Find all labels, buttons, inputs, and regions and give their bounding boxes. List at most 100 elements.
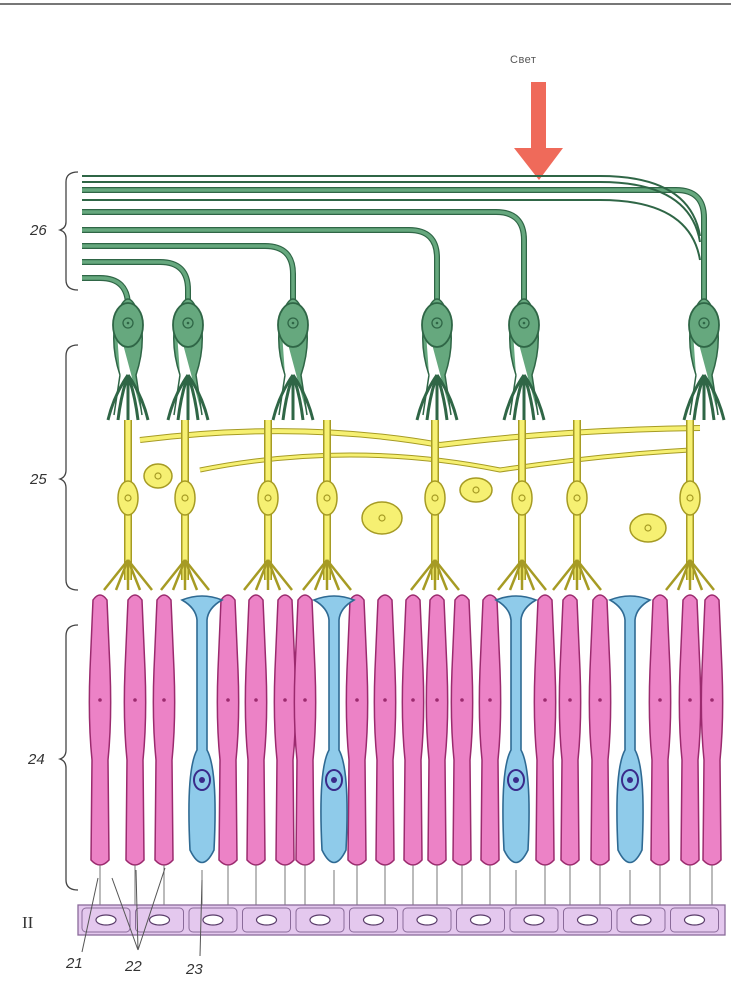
- brace-26: [60, 172, 78, 290]
- bipolar-soma: [118, 481, 138, 515]
- pigment-nucleus: [417, 915, 437, 925]
- rod-body: [559, 595, 580, 865]
- bipolar-cell: [303, 420, 351, 590]
- rod-cell: [153, 595, 174, 905]
- photoreceptor-layer: [89, 595, 722, 905]
- ganglion-nucleolus: [523, 322, 526, 325]
- layer-label-25: 25: [29, 471, 47, 488]
- pigment-nucleus: [364, 915, 384, 925]
- rod-nucleus: [133, 698, 137, 702]
- bipolar-soma: [317, 481, 337, 515]
- rod-body: [153, 595, 174, 865]
- bipolar-cell: [244, 420, 292, 590]
- ganglion-cell: [108, 299, 148, 420]
- bipolar-cell: [104, 420, 152, 590]
- rod-cell: [294, 595, 315, 905]
- bipolar-cell: [666, 420, 714, 590]
- ganglion-layer: [108, 299, 724, 420]
- bipolar-soma: [680, 481, 700, 515]
- rod-body: [701, 595, 722, 865]
- arrow-shaft: [531, 82, 546, 150]
- rod-nucleus: [411, 698, 415, 702]
- layer-label-24: 24: [27, 751, 45, 768]
- bipolar-soma: [175, 481, 195, 515]
- pigment-nucleus: [471, 915, 491, 925]
- rod-body: [89, 595, 110, 865]
- amacrine-soma: [460, 478, 492, 502]
- bipolar-soma: [512, 481, 532, 515]
- rod-nucleus: [254, 698, 258, 702]
- rod-body: [426, 595, 447, 865]
- rod-nucleus: [162, 698, 166, 702]
- rod-nucleus: [598, 698, 602, 702]
- rod-nucleus: [568, 698, 572, 702]
- pigment-layer-label: II: [22, 913, 34, 932]
- cone-nucleolus: [199, 777, 205, 783]
- pigment-nucleus: [310, 915, 330, 925]
- rod-cell: [479, 595, 500, 905]
- horizontal-process-2-fill: [200, 450, 690, 470]
- ganglion-cell: [417, 299, 457, 420]
- rod-body: [294, 595, 315, 865]
- rod-cell: [217, 595, 238, 905]
- amacrine-soma: [630, 514, 666, 542]
- amacrine-cell: [362, 502, 402, 534]
- rod-nucleus: [435, 698, 439, 702]
- rod-cell: [374, 595, 395, 905]
- pigment-epithelium: [78, 905, 725, 935]
- axon-fibre: [82, 278, 128, 306]
- pigment-band: [78, 905, 725, 935]
- rod-cell: [559, 595, 580, 905]
- ganglion-nucleolus: [703, 322, 706, 325]
- rod-cell: [274, 595, 295, 905]
- rod-nucleus: [98, 698, 102, 702]
- cone-nucleolus: [513, 777, 519, 783]
- bipolar-cell: [161, 420, 209, 590]
- rod-body: [451, 595, 472, 865]
- ganglion-nucleolus: [127, 322, 130, 325]
- cone-nucleolus: [331, 777, 337, 783]
- rod-nucleus: [658, 698, 662, 702]
- rod-cell: [701, 595, 722, 905]
- light-arrow-label: Свет: [510, 54, 536, 66]
- cone-cell: [182, 596, 222, 905]
- rod-nucleus: [355, 698, 359, 702]
- layer-label-26: 26: [29, 222, 47, 239]
- rod-cell: [89, 595, 110, 905]
- bipolar-layer: [104, 420, 714, 590]
- rod-cell: [426, 595, 447, 905]
- pigment-nucleus: [578, 915, 598, 925]
- pigment-nucleus: [150, 915, 170, 925]
- ganglion-nucleolus: [292, 322, 295, 325]
- label-22: 22: [124, 958, 142, 975]
- horizontal-process-fill: [140, 428, 700, 445]
- axon-fibre: [82, 212, 524, 300]
- brace-25: [60, 345, 78, 590]
- rod-cell: [589, 595, 610, 905]
- cone-cell: [610, 596, 650, 905]
- bipolar-cell: [553, 420, 601, 590]
- rod-body: [679, 595, 700, 865]
- ganglion-soma: [278, 303, 308, 347]
- rod-nucleus: [543, 698, 547, 702]
- ganglion-soma: [113, 303, 143, 347]
- rod-nucleus: [688, 698, 692, 702]
- rod-body: [217, 595, 238, 865]
- rod-nucleus: [710, 698, 714, 702]
- rod-nucleus: [283, 698, 287, 702]
- rod-body: [245, 595, 266, 865]
- rod-body: [346, 595, 367, 865]
- rod-nucleus: [226, 698, 230, 702]
- rod-cell: [451, 595, 472, 905]
- ganglion-cell: [273, 299, 313, 420]
- ganglion-nucleolus: [436, 322, 439, 325]
- rod-body: [402, 595, 423, 865]
- cone-nucleolus: [627, 777, 633, 783]
- ganglion-cell: [168, 299, 208, 420]
- pigment-nucleus: [96, 915, 116, 925]
- layer-braces: [60, 172, 78, 890]
- brace-24: [60, 625, 78, 890]
- rod-cell: [245, 595, 266, 905]
- rod-cell: [124, 595, 145, 905]
- ganglion-cell: [504, 299, 544, 420]
